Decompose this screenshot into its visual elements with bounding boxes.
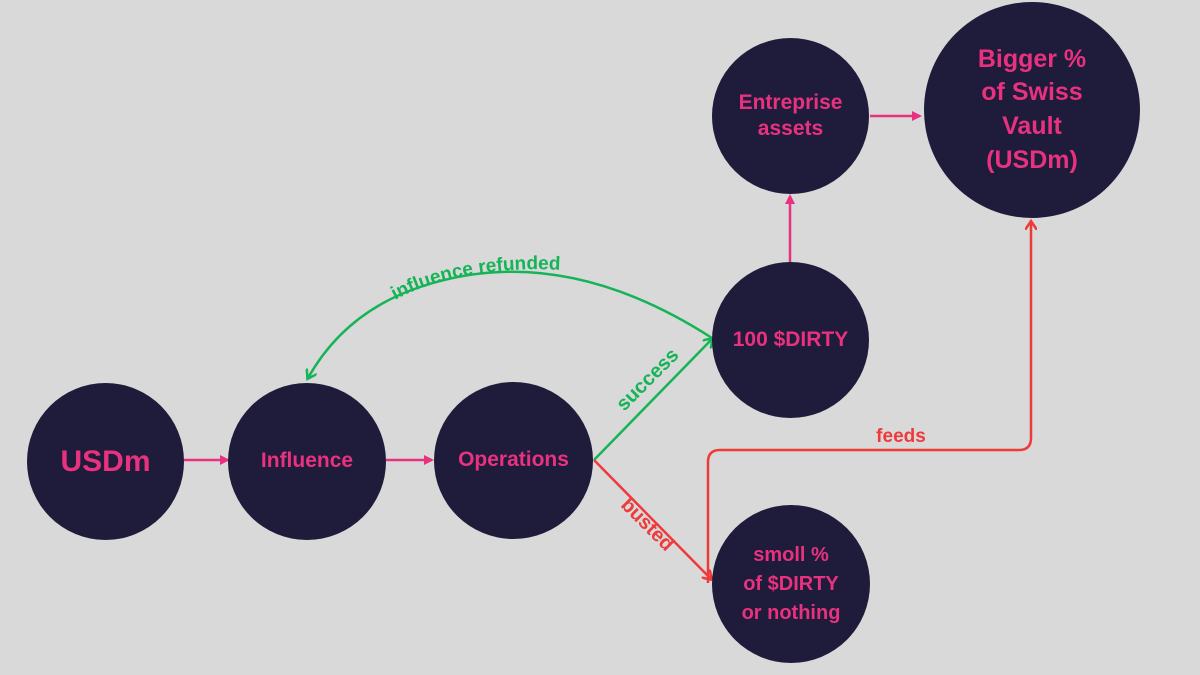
node-operations-label: Operations [458, 448, 569, 472]
node-small-line-2: of $DIRTY [743, 572, 839, 595]
node-swiss-vault: Bigger % of Swiss Vault (USDm) [924, 2, 1140, 218]
node-vault-line-4: (USDm) [986, 145, 1078, 174]
node-influence-label: Influence [260, 449, 354, 473]
node-100-dirty-label: 100 $DIRTY [732, 327, 849, 351]
node-small-line-3: or nothing [741, 601, 841, 624]
node-small-line-1: smoll % [753, 543, 829, 566]
node-operations: Operations [434, 382, 593, 539]
node-vault-line-3: Vault [1002, 112, 1062, 140]
arrow-influence-refunded [308, 270, 713, 378]
node-vault-line-2: of Swiss [981, 78, 1083, 107]
node-influence: Influence [228, 383, 386, 540]
label-influence-refunded: influence refunded [388, 253, 561, 304]
arrow-busted [593, 459, 711, 579]
node-usdm-label: USDm [60, 444, 151, 478]
arrow-feeds [706, 222, 1031, 583]
node-enterprise-assets: Entreprise assets [712, 38, 869, 194]
node-vault-line-1: Bigger % [977, 44, 1087, 73]
node-usdm: USDm [27, 383, 184, 540]
arrow-success [593, 339, 712, 461]
node-100-dirty: 100 $DIRTY [712, 262, 869, 418]
node-small-dirty: smoll % of $DIRTY or nothing [712, 505, 870, 663]
node-enterprise-line-2: assets [757, 117, 824, 140]
node-enterprise-line-1: Entreprise [738, 90, 843, 114]
label-feeds: feeds [876, 426, 926, 447]
label-busted: busted [616, 494, 678, 556]
